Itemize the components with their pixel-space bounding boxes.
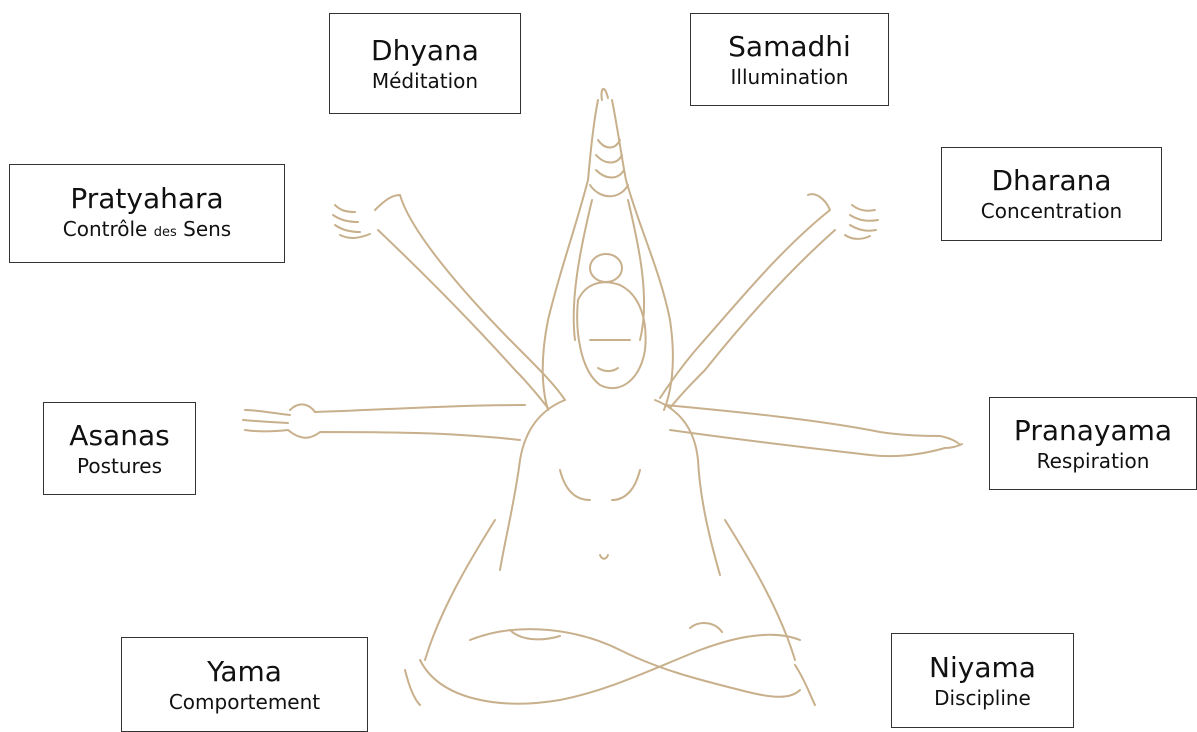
limb-name: Dhyana xyxy=(371,34,479,68)
limb-meaning: Respiration xyxy=(1037,448,1150,474)
limb-label-pratyahara: Pratyahara Contrôle des Sens xyxy=(9,164,285,263)
limb-meaning-part: Contrôle xyxy=(63,217,148,241)
limb-name: Samadhi xyxy=(728,30,851,64)
limb-label-dhyana: Dhyana Méditation xyxy=(329,13,521,114)
limb-name: Asanas xyxy=(69,419,169,453)
limb-name: Pratyahara xyxy=(70,182,223,216)
limb-meaning: Méditation xyxy=(372,68,478,94)
limb-label-niyama: Niyama Discipline xyxy=(891,633,1074,728)
diagonal-arms xyxy=(333,194,878,408)
head xyxy=(577,254,645,388)
raised-arms xyxy=(543,89,673,410)
crossed-legs xyxy=(405,623,815,705)
limb-meaning: Discipline xyxy=(934,685,1031,711)
limb-label-samadhi: Samadhi Illumination xyxy=(690,13,889,106)
limb-name: Yama xyxy=(207,655,282,689)
horizontal-arms xyxy=(243,404,962,456)
limb-label-yama: Yama Comportement xyxy=(121,637,368,732)
limb-meaning: Illumination xyxy=(731,64,849,90)
limb-name: Niyama xyxy=(929,651,1036,685)
limb-label-pranayama: Pranayama Respiration xyxy=(989,397,1197,490)
limb-meaning: Concentration xyxy=(981,198,1122,224)
limb-name: Dharana xyxy=(991,164,1111,198)
limb-meaning: Comportement xyxy=(169,689,320,715)
limb-meaning: Postures xyxy=(77,453,162,479)
limb-meaning: Contrôle des Sens xyxy=(63,216,231,246)
limb-meaning-part: des xyxy=(154,225,177,240)
limb-name: Pranayama xyxy=(1014,414,1172,448)
limb-label-dharana: Dharana Concentration xyxy=(941,147,1162,241)
limb-label-asanas: Asanas Postures xyxy=(43,402,196,495)
limb-meaning-part: Sens xyxy=(183,217,231,241)
